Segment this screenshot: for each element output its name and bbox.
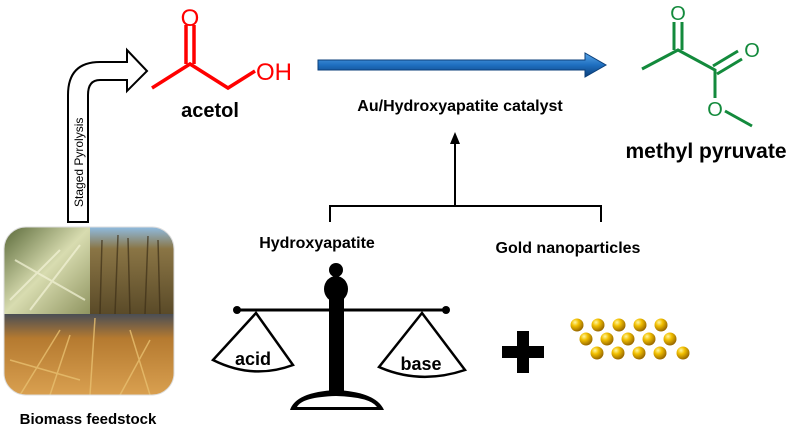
gold-particle xyxy=(612,318,626,332)
gold-particle xyxy=(632,346,646,360)
gold-particle xyxy=(633,318,647,332)
gold-particle xyxy=(570,318,584,332)
acid-base-balance-icon xyxy=(210,263,468,410)
combination-bracket xyxy=(329,142,602,222)
methyl-pyruvate-structure xyxy=(641,22,753,128)
catalyst-label: Au/Hydroxyapatite catalyst xyxy=(357,98,563,115)
pyrolysis-label: Staged Pyrolysis xyxy=(72,118,86,207)
gold-particle xyxy=(590,346,604,360)
hydroxyapatite-label: Hydroxyapatite xyxy=(259,235,375,252)
gold-particle xyxy=(654,318,668,332)
gold-particle xyxy=(591,318,605,332)
gold-particle xyxy=(642,332,656,346)
gold-particle xyxy=(579,332,593,346)
reaction-arrow xyxy=(317,52,608,78)
pyruvate-ester-carbonyl-oxygen: O xyxy=(744,40,760,62)
gold-particle xyxy=(600,332,614,346)
staged-pyrolysis-arrow: Staged Pyrolysis xyxy=(67,47,149,223)
biomass-feedstock-photo xyxy=(4,227,174,395)
pyruvate-ester-oxygen: O xyxy=(707,99,723,121)
gold-particle xyxy=(653,346,667,360)
plus-icon xyxy=(502,331,544,373)
gold-particle xyxy=(621,332,635,346)
gold-particle xyxy=(611,346,625,360)
gold-particle xyxy=(676,346,690,360)
acetol-structure xyxy=(151,25,256,91)
biomass-feedstock-label: Biomass feedstock xyxy=(20,411,157,428)
methyl-pyruvate-name: methyl pyruvate xyxy=(625,140,786,163)
acid-label: acid xyxy=(235,349,271,369)
base-label: base xyxy=(400,354,441,374)
acetol-oxygen-label: O xyxy=(181,5,200,32)
up-arrow-head xyxy=(450,132,460,144)
gold-particle xyxy=(663,332,677,346)
pyruvate-keto-oxygen: O xyxy=(670,3,686,25)
acetol-hydroxyl-label: OH xyxy=(256,59,292,86)
gold-nanoparticles-label: Gold nanoparticles xyxy=(496,240,641,257)
acetol-name: acetol xyxy=(181,100,239,122)
gold-nanoparticles-icon xyxy=(570,318,690,360)
